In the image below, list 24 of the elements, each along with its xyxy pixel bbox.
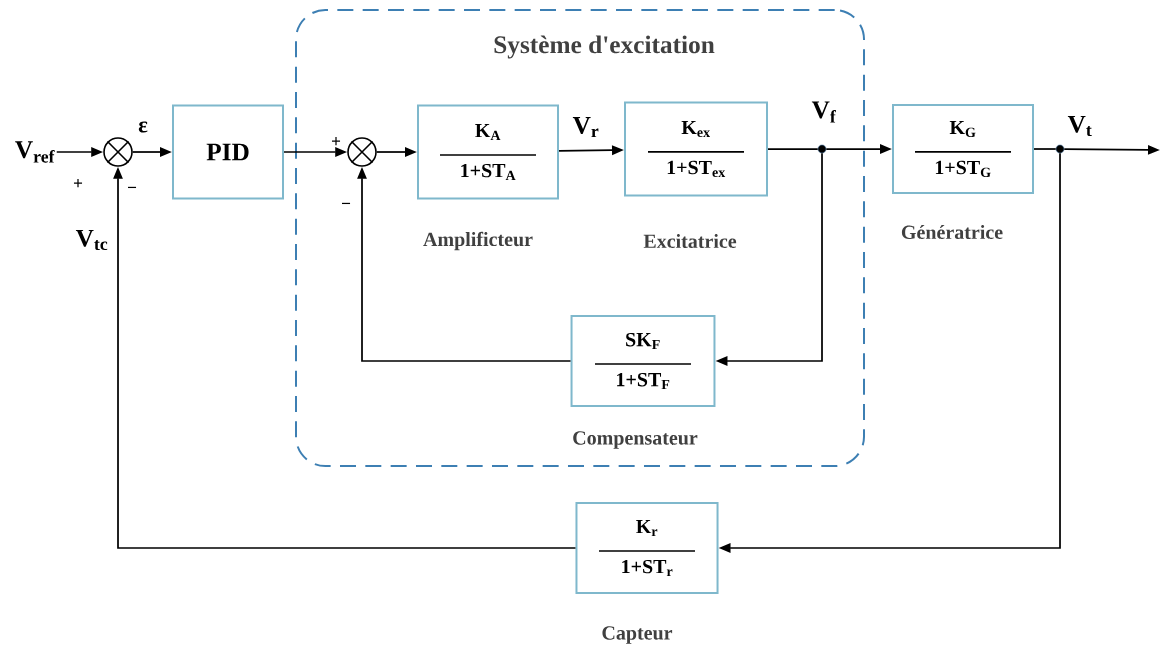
block-caption: Amplificteur	[423, 231, 533, 251]
block-caption: Génératrice	[901, 224, 1003, 240]
sign-label: +	[332, 137, 341, 146]
transfer-function-box: K$_{r}$ 1+ST$_{r}$	[575, 502, 719, 594]
block-caption: Capteur	[602, 626, 673, 644]
transfer-function-box: SK$_{F}$ 1+ST$_{F}$	[570, 315, 716, 407]
signal-label: V$_{f}$	[810, 100, 838, 124]
summing-junction	[103, 137, 133, 167]
signal-label: V$_{r}$	[571, 115, 601, 139]
signal-label: V$_{tc}$	[74, 228, 110, 252]
signal-label: V$_{t}$	[1066, 114, 1094, 138]
signal-label: ε	[136, 120, 150, 134]
sign-label: −	[128, 186, 137, 189]
transfer-function-box: K$_{G}$ 1+ST$_{G}$	[892, 104, 1034, 194]
summing-junction	[347, 137, 377, 167]
controller-box: PID	[172, 104, 284, 200]
transfer-function-box: K$_{ex}$ 1+ST$_{ex}$	[624, 101, 768, 197]
signal-label: V$_{ref}$	[15, 141, 55, 163]
block-caption: Compensateur	[573, 431, 698, 449]
sign-label: −	[342, 202, 351, 205]
sign-label: +	[74, 179, 83, 188]
transfer-function-box: K$_{A}$ 1+ST$_{A}$	[417, 104, 559, 200]
block-caption: Excitatrice	[643, 234, 737, 249]
group-title: Système d'excitation	[494, 35, 715, 59]
